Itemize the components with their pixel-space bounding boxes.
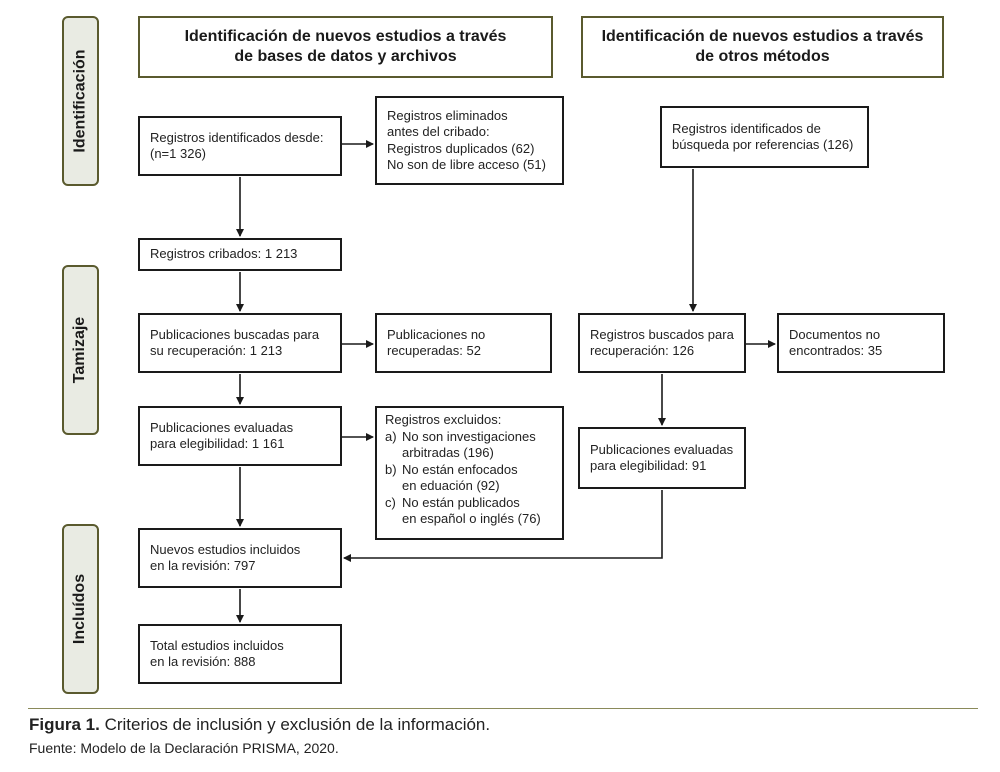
box-registros-buscados: Registros buscados para recuperación: 12… [578, 313, 746, 373]
box-publicaciones-no-recuperadas: Publicaciones no recuperadas: 52 [375, 313, 552, 373]
caption-rule [28, 708, 978, 709]
excluidos-item-text: No son investigaciones arbitradas (196) [402, 428, 536, 461]
box-documentos-no-encontrados: Documentos no encontrados: 35 [777, 313, 945, 373]
excluidos-item: c) No están publicados en español o inglé… [385, 495, 554, 528]
excluidos-item: a) No son investigaciones arbitradas (196… [385, 429, 554, 462]
figure-caption: Figura 1. Criterios de inclusión y exclu… [29, 715, 490, 735]
excluidos-item-marker: c) [385, 494, 396, 510]
total-incluidos-text: Total estudios incluidos en la revisión:… [150, 637, 284, 670]
nuevos-incluidos-text: Nuevos estudios incluidos en la revisión… [150, 541, 301, 574]
publicaciones-buscadas-text: Publicaciones buscadas para su recuperac… [150, 326, 320, 359]
publicaciones-no-recuperadas-text: Publicaciones no recuperadas: 52 [387, 326, 486, 359]
publicaciones-evaluadas-otros-text: Publicaciones evaluadas para elegibilida… [590, 441, 734, 474]
header-databases: Identificación de nuevos estudios a trav… [138, 16, 553, 78]
excluidos-item-marker: b) [385, 461, 397, 477]
figure-label: Figura 1. [29, 715, 100, 734]
box-total-incluidos: Total estudios incluidos en la revisión:… [138, 624, 342, 684]
registros-eliminados-text: Registros eliminados antes del cribado: … [387, 107, 546, 173]
arrow-evaluadas-otros-nuevos [343, 490, 663, 562]
phase-identificacion: Identificación [62, 16, 99, 186]
box-publicaciones-evaluadas-otros: Publicaciones evaluadas para elegibilida… [578, 427, 746, 489]
box-publicaciones-evaluadas: Publicaciones evaluadas para elegibilida… [138, 406, 342, 466]
box-registros-identificados: Registros identificados desde: (n=1 326) [138, 116, 342, 176]
publicaciones-evaluadas-text: Publicaciones evaluadas para elegibilida… [150, 419, 294, 452]
registros-identificados-text: Registros identificados desde: (n=1 326) [150, 129, 324, 162]
phase-tamizaje: Tamizaje [62, 265, 99, 435]
documentos-no-encontrados-text: Documentos no encontrados: 35 [789, 326, 883, 359]
header-other-methods: Identificación de nuevos estudios a trav… [581, 16, 944, 78]
box-publicaciones-buscadas: Publicaciones buscadas para su recuperac… [138, 313, 342, 373]
registros-excluidos-list: a) No son investigaciones arbitradas (196… [385, 429, 554, 528]
figure-source: Fuente: Modelo de la Declaración PRISMA,… [29, 740, 339, 756]
phase-incluidos: Incluídos [62, 524, 99, 694]
box-registros-excluidos: Registros excluidos: a) No son investigac… [375, 406, 564, 540]
excluidos-item-text: No están enfocados en eduación (92) [402, 461, 518, 494]
box-registros-cribados: Registros cribados: 1 213 [138, 238, 342, 271]
figure-caption-text: Criterios de inclusión y exclusión de la… [104, 715, 491, 734]
box-registros-referencias: Registros identificados de búsqueda por … [660, 106, 869, 168]
box-nuevos-incluidos: Nuevos estudios incluidos en la revisión… [138, 528, 342, 588]
excluidos-item-text: No están publicados en español o inglés … [402, 494, 541, 527]
excluidos-item-marker: a) [385, 428, 397, 444]
registros-cribados-text: Registros cribados: 1 213 [150, 246, 298, 262]
box-registros-eliminados: Registros eliminados antes del cribado: … [375, 96, 564, 185]
registros-referencias-text: Registros identificados de búsqueda por … [672, 120, 854, 153]
registros-excluidos-title: Registros excluidos: [385, 412, 502, 427]
registros-buscados-text: Registros buscados para recuperación: 12… [590, 326, 734, 359]
excluidos-item: b) No están enfocados en eduación (92) [385, 462, 554, 495]
